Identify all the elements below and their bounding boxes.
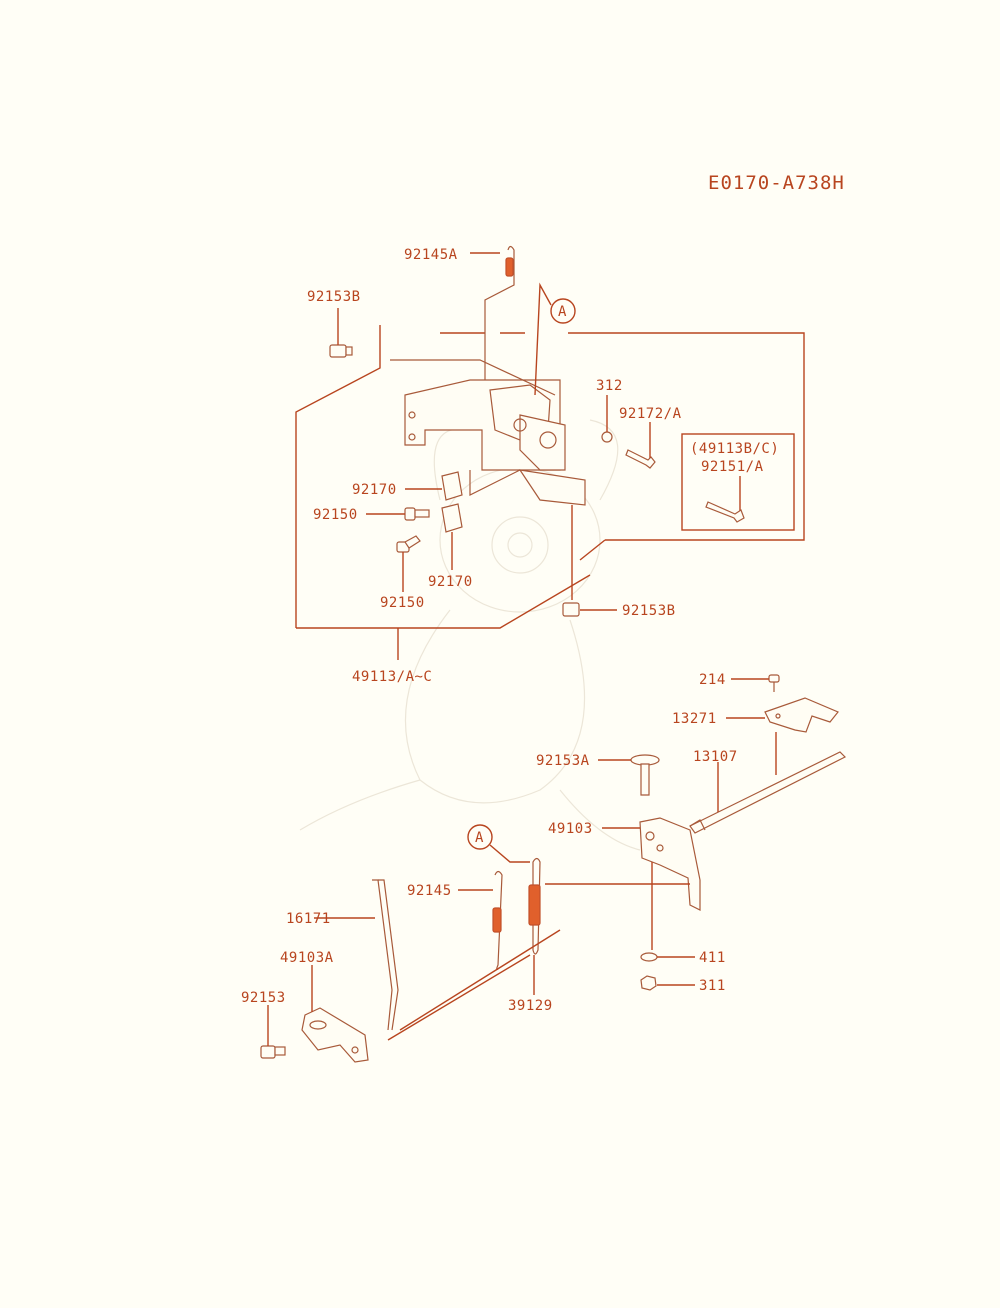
label-214: 214 [699,672,726,688]
label-16171: 16171 [286,911,331,927]
box-line2: 92151/A [701,459,764,475]
screw-92172A: 92172/A [619,406,682,469]
label-92153A: 92153A [536,753,590,769]
control-bracket [390,359,586,506]
rod-16171: 16171 [286,879,399,1031]
ref-marker-a-top: A [534,282,576,396]
lever-49103: 49103 [548,817,701,950]
label-49103A: 49103A [280,950,334,966]
bracket-outline [295,325,805,660]
bolt-92153A: 92153A [536,753,660,796]
label-13271: 13271 [672,711,717,727]
ref-marker-a-bottom: A [467,824,530,863]
plate-13271: 13271 [672,697,839,733]
ref-marker-a-bottom-text: A [475,830,484,846]
screw-214: 214 [699,672,780,692]
label-92170-b: 92170 [428,574,473,590]
connector-line [387,883,690,1041]
spring-39129: 39129 [508,857,553,1014]
label-49113: 49113/A~C [352,669,432,685]
label-92153B-top: 92153B [307,289,361,305]
label-92145: 92145 [407,883,452,899]
label-92153B-bottom: 92153B [622,603,676,619]
lever-49103A: 49103A [280,950,369,1063]
label-92172A: 92172/A [619,406,682,422]
bolt-92153B-bottom: 92153B [562,505,676,619]
label-49103: 49103 [548,821,593,837]
label-411: 411 [699,950,726,966]
spring-92145A: 92145A [404,245,515,380]
clip-92170-lower: 92170 [428,503,473,590]
shaft-13107: 13107 [689,732,847,834]
nut-311: 311 [640,975,726,994]
bolt-92153B-top: 92153B [307,289,361,358]
nut-312: 312 [596,378,623,443]
label-311: 311 [699,978,726,994]
diagram-code: E0170-A738H [708,172,845,194]
spring-92145: 92145 [407,870,503,971]
label-13107: 13107 [693,749,738,765]
bolt-92150-upper: 92150 [313,507,430,523]
label-92153: 92153 [241,990,286,1006]
box-line1: (49113B/C) [690,441,779,457]
ref-marker-a-top-text: A [558,304,567,320]
bolt-92150-lower: 92150 [380,535,425,611]
variant-box: (49113B/C) 92151/A [681,433,795,531]
label-312: 312 [596,378,623,394]
washer-411: 411 [640,950,726,966]
clip-92170-upper: 92170 [352,471,463,501]
bolt-92153: 92153 [241,990,286,1059]
label-92145A: 92145A [404,247,458,263]
label-92150-b: 92150 [380,595,425,611]
label-92170-a: 92170 [352,482,397,498]
label-39129: 39129 [508,998,553,1014]
label-92150-a: 92150 [313,507,358,523]
watermark-mascot [299,419,641,851]
